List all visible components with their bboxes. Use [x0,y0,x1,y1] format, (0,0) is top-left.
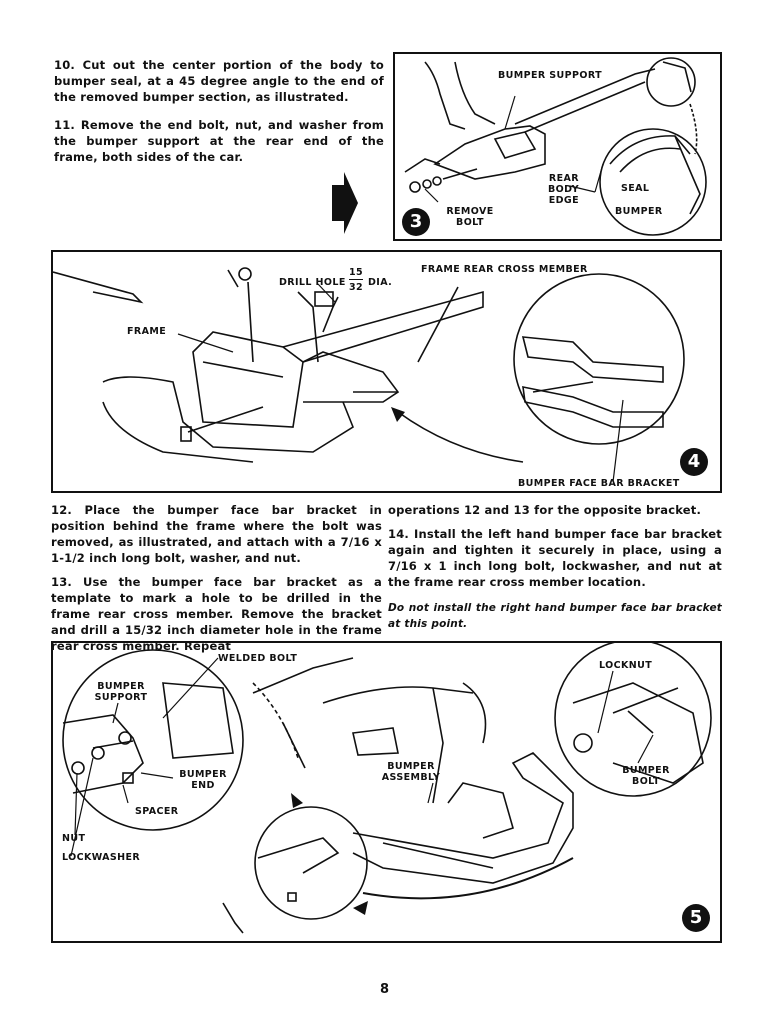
figure-5-label-welded-bolt: WELDED BOLT [218,653,298,664]
figure-5-label-bumper-assembly: BUMPER ASSEMBLY [381,761,441,783]
step-13-text: 13. Use the bumper face bar bracket as a… [51,575,382,653]
step-10-text: 10. Cut out the center portion of the bo… [54,58,384,104]
figure-5-label-lockwasher: LOCKWASHER [62,852,141,863]
figure-4-panel: DRILL HOLE 15 32 DIA. FRAME REAR CROSS M… [51,250,722,493]
figure-5-label-locknut: LOCKNUT [599,660,653,671]
figure-4-label-frame: FRAME [127,326,167,337]
step-13-continued-text: operations 12 and 13 for the opposite br… [388,503,702,517]
fraction-bar [349,279,363,280]
figure-4-label-drill-hole: DRILL HOLE [279,277,346,288]
figure-5-label-bumper-end: BUMPER END [179,769,227,791]
caution-note: Do not install the right hand bumper fac… [388,602,722,630]
figure-4-label-fraction-denominator: 32 [349,282,364,293]
figure-5-label-spacer: SPACER [135,806,179,817]
figure-5-panel: WELDED BOLT BUMPER SUPPORT BUMPER END SP… [51,641,722,943]
figure-3-label-rear-body-edge: REAR BODY EDGE [548,173,579,206]
figure-5-label-bumper-support: BUMPER SUPPORT [94,681,148,703]
step-11-text: 11. Remove the end bolt, nut, and washer… [54,118,384,164]
figure-3-number-badge: 3 [402,208,430,236]
figure-4-label-bumper-face-bar-bracket: BUMPER FACE BAR BRACKET [518,478,680,489]
figure-3-panel: BUMPER SUPPORT REAR BODY EDGE SEAL BUMPE… [393,52,722,241]
figure-4-label-fraction-numerator: 15 [349,267,364,278]
step-12-text: 12. Place the bumper face bar bracket in… [51,503,382,565]
figure-5-number-badge: 5 [682,904,710,932]
page-number: 8 [380,982,390,997]
figure-4-number-badge: 4 [680,448,708,476]
figure-5-label-bumper-bolt: BUMPER BOLT [622,765,670,787]
figure-3-drawing [404,57,707,236]
figure-4-label-frame-rear-cross-member: FRAME REAR CROSS MEMBER [421,264,588,275]
figure-3-label-remove-bolt: REMOVE BOLT [446,206,494,228]
figure-5-drawing [62,643,712,934]
figure-3-label-seal: SEAL [621,183,650,194]
figure-3-label-bumper: BUMPER [615,206,663,217]
figure-5-label-nut: NUT [62,833,86,844]
figure-3-label-bumper-support: BUMPER SUPPORT [498,70,603,81]
figure-4-label-dia: DIA. [368,277,393,288]
figure-4-drawing [53,267,685,483]
step-14-text: 14. Install the left hand bumper face ba… [388,527,722,589]
